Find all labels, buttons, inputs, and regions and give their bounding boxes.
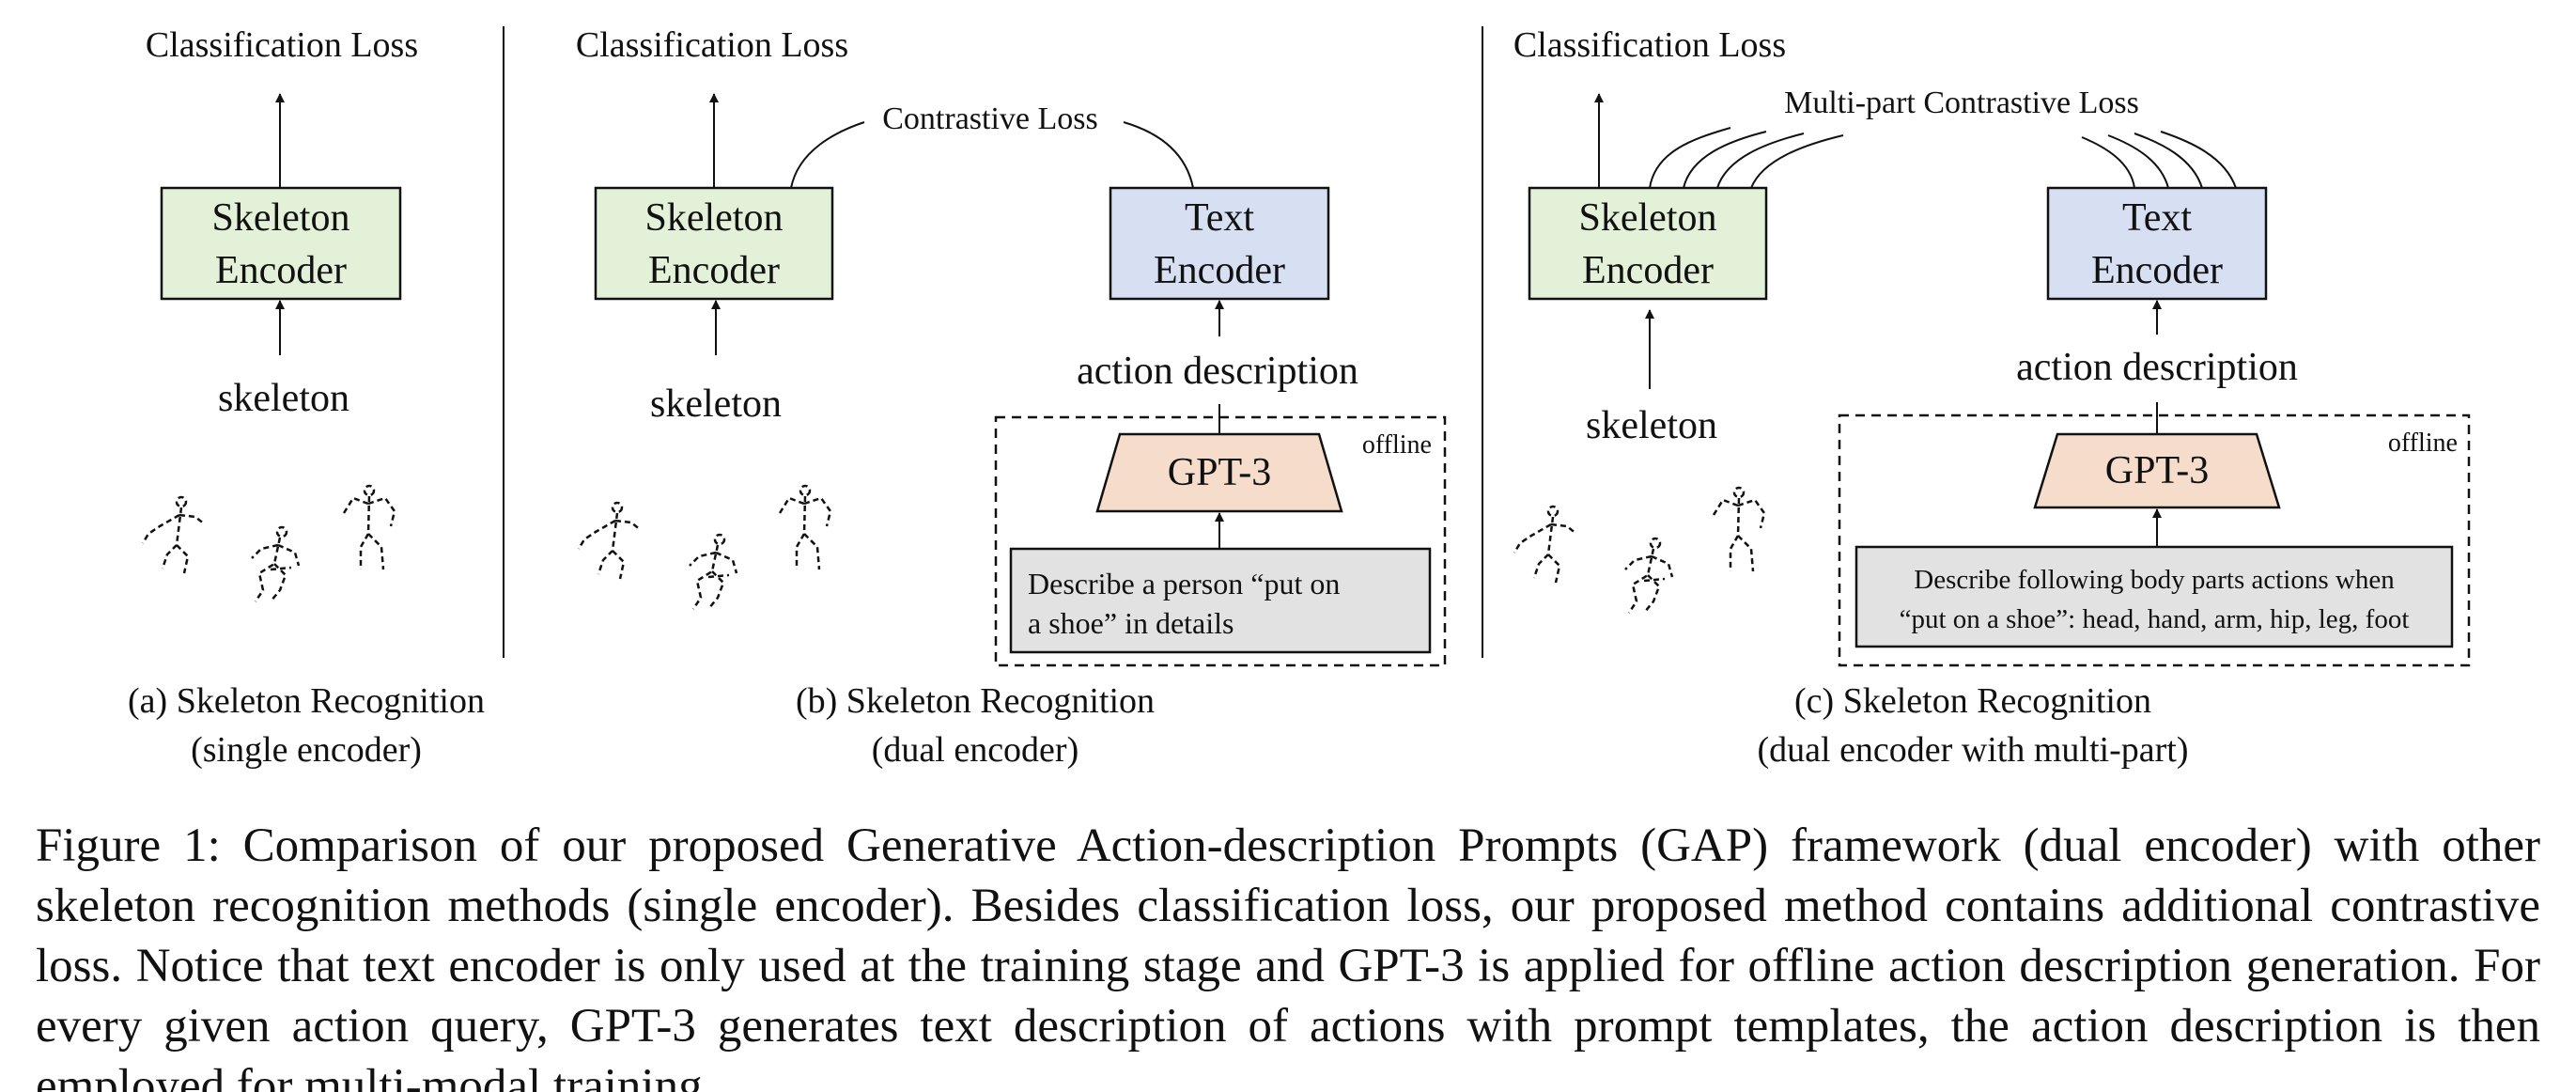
text-encoder-label: Text xyxy=(2122,196,2192,240)
skeleton-encoder-label: Skeleton xyxy=(1579,196,1717,240)
subcaption-c-detail: (dual encoder with multi-part) xyxy=(1757,730,2188,770)
prompt-box xyxy=(1854,545,2454,648)
prompt-text: Describe a person “put on xyxy=(1028,567,1340,601)
skeleton-input-label: skeleton xyxy=(218,377,349,420)
gpt3-block xyxy=(1095,432,1343,513)
classification-loss-label: Classification Loss xyxy=(576,25,848,65)
panel-a: Classification Loss Skeleton Encoder ske… xyxy=(128,25,485,770)
gpt3-label: GPT-3 xyxy=(1168,451,1271,494)
contrastive-connector xyxy=(790,121,865,189)
skeleton-figures xyxy=(141,484,396,603)
prompt-text: “put on a shoe”: head, hand, arm, hip, l… xyxy=(1900,604,2410,634)
skeleton-encoder-label: Skeleton xyxy=(645,196,784,240)
subcaption-a-detail: (single encoder) xyxy=(191,730,422,770)
offline-label: offline xyxy=(2388,429,2458,458)
panel-c: Classification Loss Multi-part Contrasti… xyxy=(1513,25,2471,770)
offline-region xyxy=(1838,413,2471,667)
prompt-box xyxy=(1009,547,1432,654)
text-encoder-label: Encoder xyxy=(1154,249,1285,292)
text-encoder-label: Encoder xyxy=(2091,249,2223,292)
skeleton-encoder-label: Encoder xyxy=(648,249,780,292)
skeleton-figures xyxy=(577,484,832,611)
action-description-label: action description xyxy=(1077,350,1358,393)
skeleton-encoder-label: Skeleton xyxy=(212,196,350,240)
skeleton-input-label: skeleton xyxy=(650,382,782,426)
framework-diagram: Classification Loss Skeleton Encoder ske… xyxy=(128,25,2471,770)
contrastive-connector xyxy=(1123,121,1194,189)
skeleton-encoder-box xyxy=(594,186,834,301)
gpt3-label: GPT-3 xyxy=(2105,449,2209,492)
text-encoder-box xyxy=(1109,186,1330,301)
skeleton-encoder-label: Encoder xyxy=(1582,249,1714,292)
subcaption-b-detail: (dual encoder) xyxy=(872,730,1079,770)
figure-caption: Figure 1: Comparison of our proposed Gen… xyxy=(36,819,2540,1092)
action-description-label: action description xyxy=(2016,346,2298,389)
prompt-text: Describe following body parts actions wh… xyxy=(1914,565,2395,595)
skeleton-figures xyxy=(1513,486,1766,615)
skeleton-encoder-box xyxy=(1528,186,1768,301)
skeleton-encoder-label: Encoder xyxy=(215,249,347,292)
subcaption-a: (a) Skeleton Recognition xyxy=(128,681,485,721)
offline-label: offline xyxy=(1362,430,1432,460)
gpt3-block xyxy=(2033,432,2281,509)
text-encoder-box xyxy=(2046,186,2268,301)
panel-b: Classification Loss Contrastive Loss Ske… xyxy=(576,25,1447,770)
subcaption-b: (b) Skeleton Recognition xyxy=(796,681,1155,721)
skeleton-encoder-box xyxy=(160,186,402,301)
classification-loss-label: Classification Loss xyxy=(146,25,418,65)
subcaption-c: (c) Skeleton Recognition xyxy=(1794,681,2151,721)
multi-part-contrastive-loss-label: Multi-part Contrastive Loss xyxy=(1784,86,2139,120)
classification-loss-label: Classification Loss xyxy=(1513,25,1786,65)
skeleton-input-label: skeleton xyxy=(1586,404,1717,447)
prompt-text: a shoe” in details xyxy=(1028,606,1234,640)
contrastive-loss-label: Contrastive Loss xyxy=(882,101,1097,136)
text-encoder-label: Text xyxy=(1185,196,1254,240)
multi-part-connectors xyxy=(1649,127,2237,189)
